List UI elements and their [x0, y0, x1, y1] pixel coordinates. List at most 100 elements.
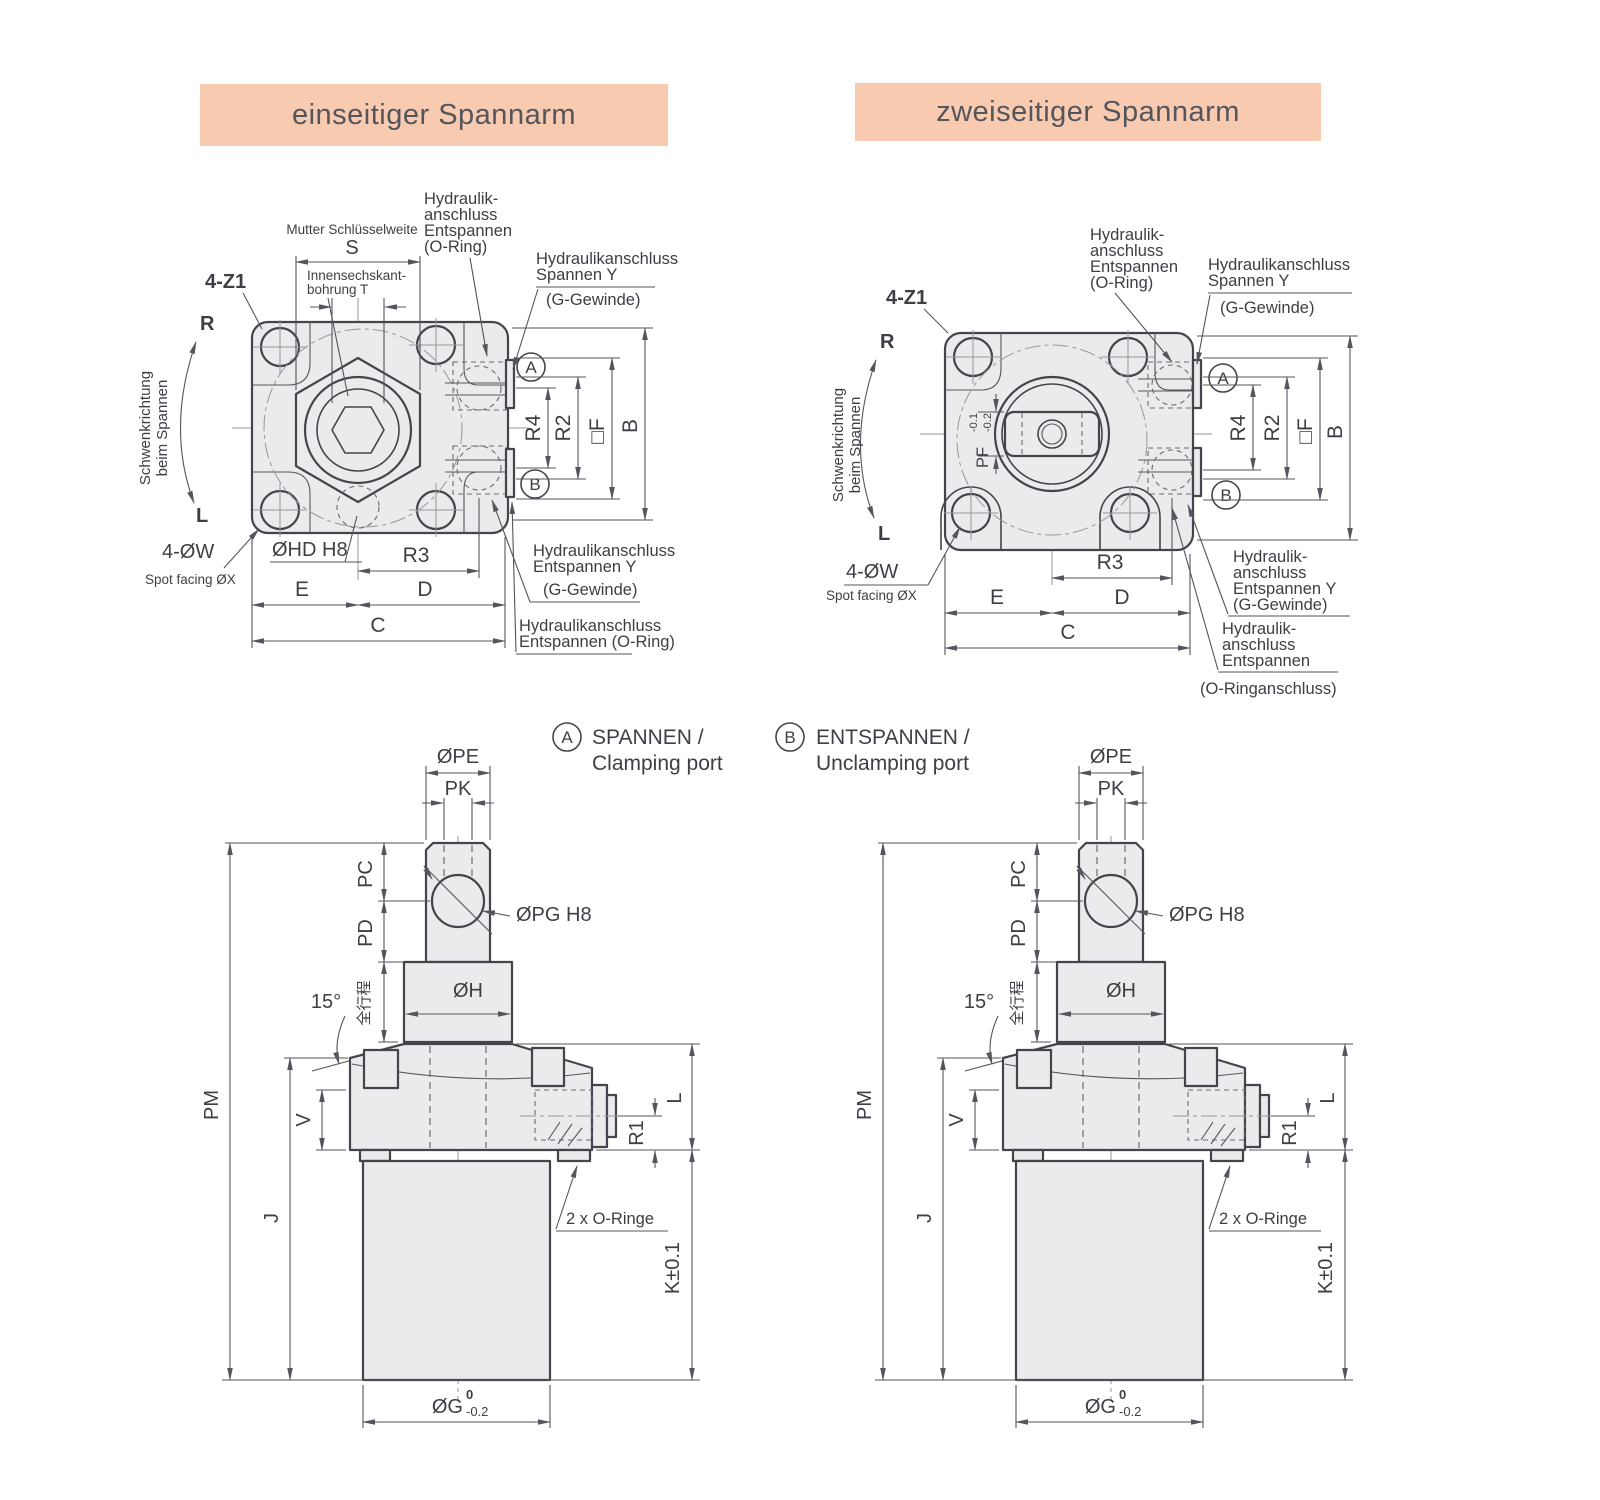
og-tol-upper: 0	[466, 1387, 473, 1402]
hydraulic-ports	[445, 358, 516, 499]
port-a-face	[504, 358, 516, 410]
port-b-marker: B	[520, 469, 550, 499]
legend-b-letter: B	[784, 728, 795, 747]
port-a-face-2	[1191, 358, 1203, 410]
dim-j: J	[261, 1213, 283, 1223]
dim-r4: R4	[522, 414, 545, 441]
port-clamp2-1: Hydraulikanschluss	[1208, 256, 1350, 274]
port-unclamp-top-3: Entspannen	[424, 222, 512, 240]
hex-nut	[294, 356, 422, 529]
port-a-letter-2: A	[1217, 369, 1229, 388]
legend-b-subtitle: Unclamping port	[816, 752, 969, 775]
pin-bore-label: ØPG H8	[1169, 904, 1245, 926]
header-double-arm: zweiseitiger Spannarm	[855, 83, 1321, 141]
dim-pc: PC	[1008, 860, 1030, 888]
oring-gland-left	[1011, 1148, 1045, 1163]
port-unclamp-y2-2: anschluss	[1233, 564, 1306, 582]
bolt-hole-label-2: 4-ØW	[846, 561, 898, 583]
dim-d-2: D	[1114, 586, 1129, 609]
header-single-arm-label: einseitiger Spannarm	[291, 98, 577, 131]
side-views: ØPG H8 ØPE PK PC PD ØH 全行程 15°	[201, 746, 1353, 1428]
nut-width-label: Mutter Schlüsselweite	[286, 222, 417, 237]
oring-gland-right	[556, 1148, 592, 1163]
port-b-letter-2: B	[1220, 486, 1231, 505]
og-tol-upper: 0	[1119, 1387, 1126, 1402]
dim-d: D	[417, 578, 432, 601]
dim-c-2: C	[1060, 621, 1075, 644]
dim-pm: PM	[201, 1090, 223, 1120]
orings-label: 2 x O-Ringe	[1219, 1210, 1307, 1228]
og-tol-lower: -0.2	[1119, 1404, 1141, 1419]
dim-pk: PK	[1098, 778, 1125, 800]
spot-facing-label-2: Spot facing ØX	[826, 588, 917, 603]
top-view-single-arm: A B Mutter Schlüsselweite S Innensechska…	[137, 190, 678, 655]
port-b-face-2	[1191, 446, 1203, 498]
header-double-arm-label: zweiseitiger Spannarm	[936, 95, 1240, 128]
dim-ope: ØPE	[1090, 746, 1132, 768]
piston-neck	[402, 960, 514, 1044]
dim-f: □F	[586, 418, 609, 444]
pin-bore-label: ØPG H8	[516, 904, 592, 926]
dim-oh: ØH	[453, 980, 483, 1002]
legend-a-circle	[552, 722, 582, 752]
swing-dir-r: R	[200, 313, 215, 335]
dim-pf: PF	[974, 447, 992, 468]
dim-pd: PD	[1008, 919, 1030, 947]
top-view-double-arm: PF -0.1 -0.2 A B Hydraulik- anschluss En…	[826, 226, 1358, 698]
cylinder-body	[361, 1159, 552, 1382]
swing-label2-1: Schwenkrichtung	[830, 388, 847, 502]
swing-label-2: beim Spannen	[154, 380, 171, 477]
dim-e-2: E	[990, 586, 1004, 609]
port-unclamp-top-1: Hydraulik-	[424, 190, 498, 208]
port-b-marker-2: B	[1211, 480, 1241, 510]
dim-e: E	[295, 578, 309, 601]
port-unclamp-y-1: Hydraulikanschluss	[533, 542, 675, 560]
dim-oh: ØH	[1106, 980, 1136, 1002]
pilot-bore-label: ØHD H8	[272, 539, 348, 561]
mounting-holes-2	[944, 330, 1157, 540]
port-clamp-1: Hydraulikanschluss	[536, 250, 678, 268]
hydraulic-ports-2	[1138, 358, 1203, 498]
dim-r1: R1	[1279, 1120, 1301, 1146]
dim-v: V	[293, 1113, 315, 1127]
port-unclamp-o2-1: Hydraulik-	[1222, 620, 1296, 638]
dim-l: L	[664, 1092, 686, 1103]
corner-chamfer-label: 4-Z1	[205, 271, 246, 293]
oring-gland-right	[1209, 1148, 1245, 1163]
piston-neck	[1055, 960, 1167, 1044]
cap-notch-left	[362, 1048, 400, 1090]
dim-ope: ØPE	[437, 746, 479, 768]
port-unclamp-o2-3: Entspannen	[1222, 652, 1310, 670]
swing-label2-2: beim Spannen	[847, 397, 864, 494]
dim-f-2: □F	[1294, 418, 1317, 444]
legend-b-title: ENTSPANNEN /	[816, 726, 970, 749]
angle-label: 15°	[964, 991, 994, 1013]
bolt-circle-2	[956, 344, 1148, 536]
port-b-face	[504, 447, 516, 499]
full-stroke-label: 全行程	[1008, 980, 1026, 1025]
orings-label: 2 x O-Ringe	[566, 1210, 654, 1228]
arm-pin-bore	[1083, 873, 1139, 929]
dims-right: R4 R2 □F B	[512, 327, 653, 521]
port-unclamp-y-3: (G-Gewinde)	[543, 581, 637, 599]
dim-r2: R2	[552, 415, 575, 442]
side-view-double-arm: ØPG H8 ØPE PK PC PD ØH 全行程 15°	[854, 746, 1353, 1428]
cap-notch-right	[1183, 1046, 1219, 1088]
legend-a-subtitle: Clamping port	[592, 752, 723, 775]
port-unclamp-top2-4: (O-Ring)	[1090, 274, 1153, 292]
oring-gland-left	[358, 1148, 392, 1163]
dim-c: C	[370, 614, 385, 637]
port-b-letter: B	[529, 475, 540, 494]
dim-og: ØG	[432, 1396, 463, 1418]
port-unclamp-y2-4: (G-Gewinde)	[1233, 596, 1327, 614]
dim-l: L	[1317, 1092, 1339, 1103]
bolt-hole-label: 4-ØW	[162, 541, 214, 563]
port-unclamp-top-2: anschluss	[424, 206, 497, 224]
dim-pm: PM	[854, 1090, 876, 1120]
port-unclamp-top2-3: Entspannen	[1090, 258, 1178, 276]
dim-b-2: B	[1324, 425, 1347, 439]
dim-pc: PC	[355, 860, 377, 888]
cap-notch-left	[1015, 1048, 1053, 1090]
dim-r1: R1	[626, 1120, 648, 1146]
